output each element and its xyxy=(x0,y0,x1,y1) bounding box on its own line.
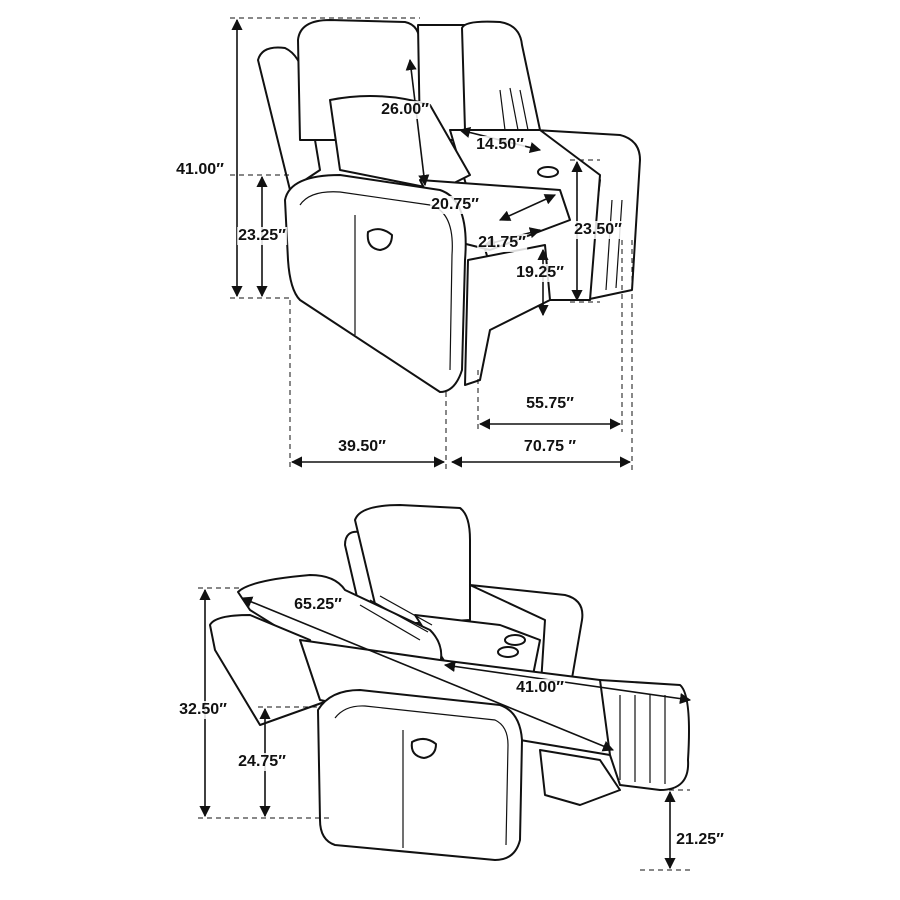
dimension-label-seat-width: 21.75″ xyxy=(477,234,527,252)
dimension-label-overall-width: 70.75 ″ xyxy=(522,438,578,456)
dimension-label-seat-depth-back: 26.00″ xyxy=(380,101,430,119)
dimension-label-seat-height: 19.25″ xyxy=(515,264,565,282)
dimension-label-inside-width: 55.75″ xyxy=(525,395,575,413)
dimension-label-arm-height: 23.25″ xyxy=(237,227,287,245)
dimension-label-overall-height: 41.00″ xyxy=(175,161,225,179)
dimension-label-console-width: 14.50″ xyxy=(475,136,525,154)
dimension-label-console-height: 23.50″ xyxy=(573,221,623,239)
dimension-label-seat-depth: 20.75″ xyxy=(430,196,480,214)
dimension-label-overall-depth: 39.50″ xyxy=(337,438,387,456)
dimension-label-reclined-arm-height: 24.75″ xyxy=(237,753,287,771)
dimension-label-reclined-height: 32.50″ xyxy=(178,701,228,719)
dimension-label-footrest-height: 21.25″ xyxy=(675,831,725,849)
dimension-label-reclined-seat-length: 41.00″ xyxy=(515,679,565,697)
dimension-label-reclined-depth: 65.25″ xyxy=(293,596,343,614)
loveseat-upright-drawing xyxy=(257,19,641,393)
